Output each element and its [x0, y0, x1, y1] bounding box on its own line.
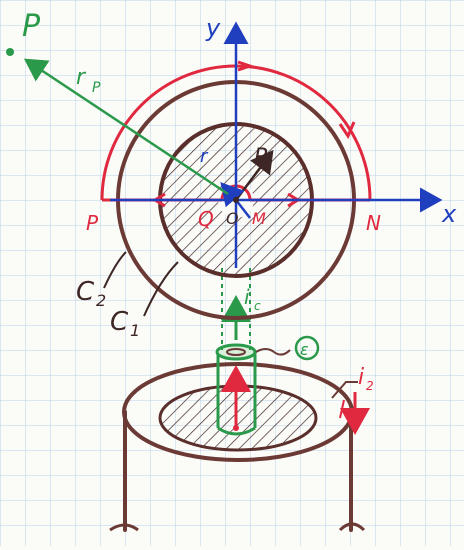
label-i2-subscript: 2 — [366, 379, 374, 393]
vector-rP — [23, 58, 229, 196]
label-C2-subscript: 2 — [96, 291, 106, 310]
leader-C1 — [143, 261, 179, 317]
label-P-far: P — [22, 9, 41, 44]
label-r-inner: r — [200, 146, 209, 167]
label-i2: i — [358, 365, 364, 390]
label-ic: i — [244, 285, 250, 309]
label-N: N — [366, 211, 381, 235]
origin-dot — [233, 197, 239, 203]
point-P-far-dot — [6, 48, 14, 56]
cylinder-base — [109, 362, 366, 532]
label-O: O — [226, 209, 239, 228]
epsilon-circle — [294, 335, 320, 361]
label-C1: C — [110, 307, 129, 337]
label-rP: r — [76, 65, 87, 90]
label-x-axis: x — [441, 200, 457, 228]
vector-r-lower — [235, 199, 251, 219]
label-epsilon: ε — [300, 340, 309, 359]
label-P-left: P — [86, 211, 99, 235]
label-R: R — [254, 145, 269, 170]
label-Q: Q — [198, 207, 214, 231]
label-M: M — [252, 209, 266, 228]
epsilon-connector — [255, 348, 291, 356]
leader-C2 — [103, 251, 127, 289]
vector-r — [220, 182, 245, 208]
label-C1-subscript: 1 — [130, 321, 140, 340]
label-rP-subscript: P — [92, 80, 101, 96]
label-ic-subscript: c — [254, 299, 261, 313]
label-y-axis: y — [205, 14, 221, 42]
label-C2: C — [76, 277, 95, 307]
wire-conductor — [215, 343, 257, 436]
cylinder-core-hatched — [158, 384, 318, 452]
